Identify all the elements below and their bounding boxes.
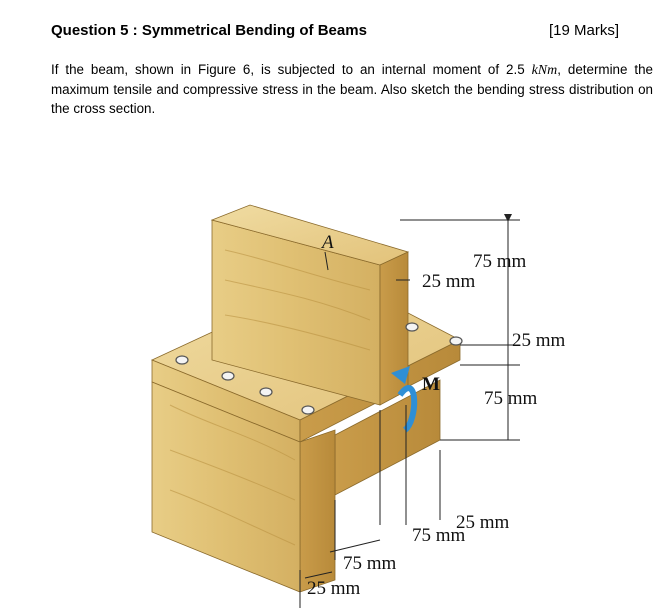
dim-gap-left: 75 mm — [343, 553, 397, 574]
dim-flange-thickness: 25 mm — [512, 330, 566, 351]
nail-heads — [175, 322, 463, 415]
question-body: If the beam, shown in Figure 6, is subje… — [51, 60, 653, 118]
dim-web-thickness: 25 mm — [422, 271, 476, 292]
dim-leg-height: 75 mm — [484, 388, 538, 409]
question-header: Question 5 : Symmetrical Bending of Beam… — [51, 19, 619, 41]
dimension-lines — [299, 214, 520, 608]
moment-units: kNm — [531, 63, 558, 78]
question-marks: [19 Marks] — [548, 21, 619, 39]
beam-drawing: A M 75 mm 25 mm 25 mm — [150, 204, 566, 608]
moment-arrow-head — [391, 366, 410, 384]
body-text-start: If the beam, shown in Figure 6, is subje… — [51, 62, 532, 77]
question-title: Question 5 : Symmetrical Bending of Beam… — [51, 21, 367, 39]
left-leg-side — [299, 429, 336, 593]
point-a-leader — [324, 251, 329, 271]
dim-web-height: 75 mm — [473, 251, 527, 272]
dim-leg-thickness-right: 25 mm — [456, 512, 510, 533]
body-text-end: , determine the maximum tensile and comp… — [51, 62, 653, 116]
moment-label: M — [422, 374, 440, 395]
moment-arrow — [397, 385, 418, 433]
dim-leg-thickness-left: 25 mm — [307, 578, 361, 599]
dim-gap-right: 75 mm — [412, 525, 466, 546]
beam-figure: A M 75 mm 25 mm 25 mm — [100, 180, 590, 608]
point-label-a: A — [320, 232, 334, 253]
wood-grain — [169, 249, 371, 546]
